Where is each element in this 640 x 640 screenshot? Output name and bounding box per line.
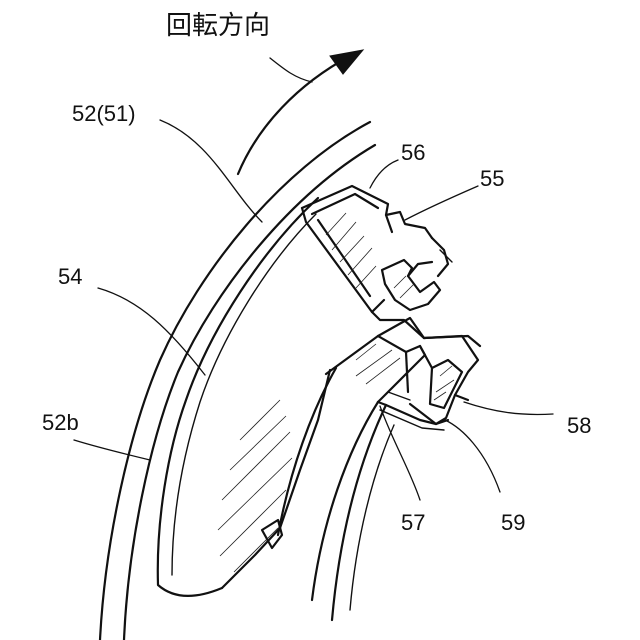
- leader-52: [160, 120, 262, 222]
- leader-59: [445, 420, 500, 492]
- leader-57: [380, 406, 420, 500]
- bracket-56: [302, 186, 432, 312]
- label-56: 56: [401, 140, 425, 165]
- clip-59: [380, 405, 448, 430]
- leader-55: [405, 186, 478, 220]
- rotation-arrow: [238, 50, 363, 174]
- clip-58: [410, 336, 478, 424]
- label-52b: 52b: [42, 410, 79, 435]
- label-52-51: 52(51): [72, 101, 136, 126]
- label-54: 54: [58, 264, 82, 289]
- leader-58: [464, 402, 553, 415]
- label-58: 58: [567, 413, 591, 438]
- bracket-55: [372, 238, 452, 338]
- rotation-direction-title: 回転方向: [166, 11, 270, 41]
- leader-52b: [74, 440, 150, 460]
- label-57: 57: [401, 510, 425, 535]
- leader-56: [370, 160, 398, 188]
- leader-54: [98, 288, 205, 375]
- label-59: 59: [501, 510, 525, 535]
- label-55: 55: [480, 166, 504, 191]
- panel-54: [158, 198, 330, 596]
- outer-rim-52: [100, 122, 375, 640]
